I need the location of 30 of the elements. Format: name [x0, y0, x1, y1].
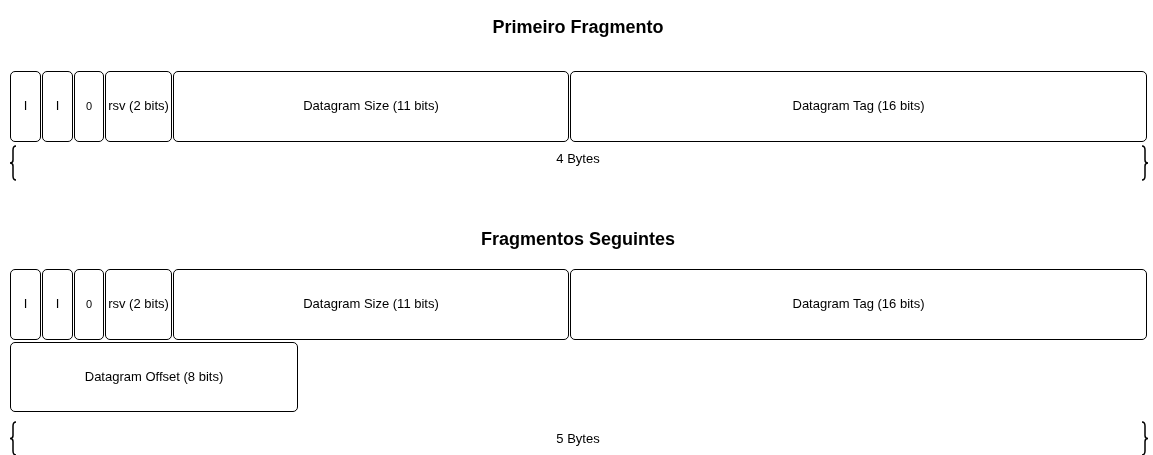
- field-label: Datagram Tag (16 bits): [792, 296, 925, 313]
- field-box: [173, 269, 569, 340]
- field-label: Datagram Size (11 bits): [303, 296, 439, 313]
- field-box: [570, 71, 1147, 142]
- field-box: [105, 71, 172, 142]
- field-label: I: [55, 98, 60, 115]
- byte-count: 4 Bytes: [556, 151, 600, 166]
- field-box: [42, 269, 73, 340]
- field-box: [74, 269, 104, 340]
- field-label: Datagram Size (11 bits): [303, 98, 439, 115]
- field-label: I: [23, 296, 28, 313]
- field-label: I: [23, 98, 28, 115]
- field-box: [105, 269, 172, 340]
- field-label: I: [55, 296, 60, 313]
- field-label: rsv (2 bits): [108, 98, 169, 115]
- field-box: [173, 71, 569, 142]
- field-label: Datagram Offset (8 bits): [84, 368, 224, 386]
- field-label: rsv (2 bits): [108, 296, 169, 313]
- field-label: 0: [85, 99, 93, 114]
- section-heading: Fragmentos Seguintes: [481, 229, 675, 250]
- field-box: [10, 71, 41, 142]
- section-heading: Primeiro Fragmento: [492, 17, 664, 38]
- field-box: [10, 342, 298, 412]
- field-box: [570, 269, 1147, 340]
- field-box: [42, 71, 73, 142]
- byte-count: 5 Bytes: [556, 431, 600, 446]
- field-box: [74, 71, 104, 142]
- field-label: Datagram Tag (16 bits): [792, 98, 925, 115]
- field-box: [10, 269, 41, 340]
- field-label: 0: [85, 297, 93, 312]
